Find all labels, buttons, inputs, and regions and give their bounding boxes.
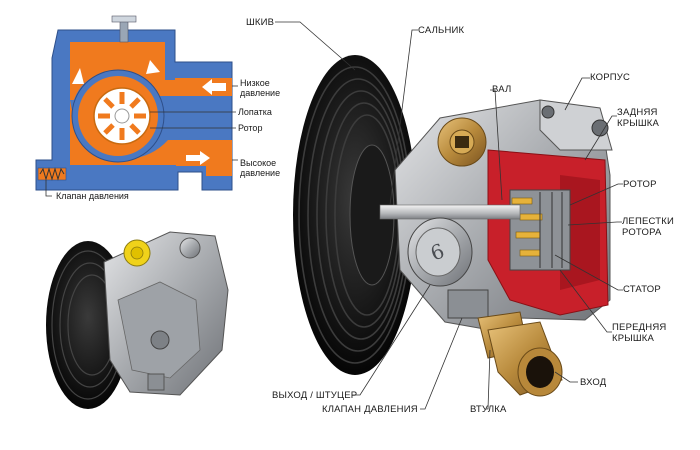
label-inlet: ВХОД <box>580 377 607 388</box>
small-pump-photo <box>46 231 229 409</box>
label-low-pressure: Низкое давление <box>240 78 280 98</box>
schematic-illustration <box>35 15 238 197</box>
pressure-valve-body <box>447 289 489 319</box>
drive-shaft <box>379 204 521 220</box>
label-pressure-valve-schematic: Клапан давления <box>56 191 129 201</box>
label-front-cover-line2: КРЫШКА <box>612 333 655 344</box>
schematic-vanes <box>98 92 146 140</box>
label-rotor: РОТОР <box>623 179 657 190</box>
label-rotor-schematic: Ротор <box>238 123 263 133</box>
rear-cover <box>539 99 613 151</box>
label-pulley: ШКИВ <box>246 17 275 28</box>
label-rotor-vanes-line1: ЛЕПЕСТКИ <box>622 216 675 227</box>
label-low-pressure-line2: давление <box>240 88 281 98</box>
label-seal: САЛЬНИК <box>418 25 465 36</box>
schematic-flow-arrows <box>72 60 226 165</box>
label-shaft: ВАЛ <box>492 84 512 95</box>
label-housing: КОРПУС <box>590 72 631 83</box>
label-high-pressure: Высокое давление <box>240 158 280 178</box>
label-high-pressure-line1: Высокое <box>240 158 277 168</box>
cutaway-leader-lines <box>275 21 623 410</box>
label-high-pressure-line2: давление <box>240 168 281 178</box>
schematic-shaft <box>114 108 130 124</box>
label-pressure-valve: КЛАПАН ДАВЛЕНИЯ <box>322 404 418 415</box>
label-rear-cover-line2: КРЫШКА <box>617 118 660 129</box>
label-rotor-vanes-line2: РОТОРА <box>622 227 662 238</box>
label-rear-cover: ЗАДНЯЯ КРЫШКА <box>617 107 659 129</box>
label-stator: СТАТОР <box>623 284 661 295</box>
label-front-cover-line1: ПЕРЕДНЯЯ <box>612 322 667 333</box>
label-bushing: ВТУЛКА <box>470 404 507 415</box>
label-front-cover: ПЕРЕДНЯЯ КРЫШКА <box>612 322 666 344</box>
label-rear-cover-line1: ЗАДНЯЯ <box>617 107 658 118</box>
label-vane: Лопатка <box>238 107 272 117</box>
label-outlet: ВЫХОД / ШТУЦЕР <box>272 390 358 401</box>
label-rotor-vanes: ЛЕПЕСТКИ РОТОРА <box>622 216 674 238</box>
schematic-valve-spring <box>39 167 65 181</box>
cutaway-photo <box>293 55 613 397</box>
label-low-pressure-line1: Низкое <box>240 78 270 88</box>
